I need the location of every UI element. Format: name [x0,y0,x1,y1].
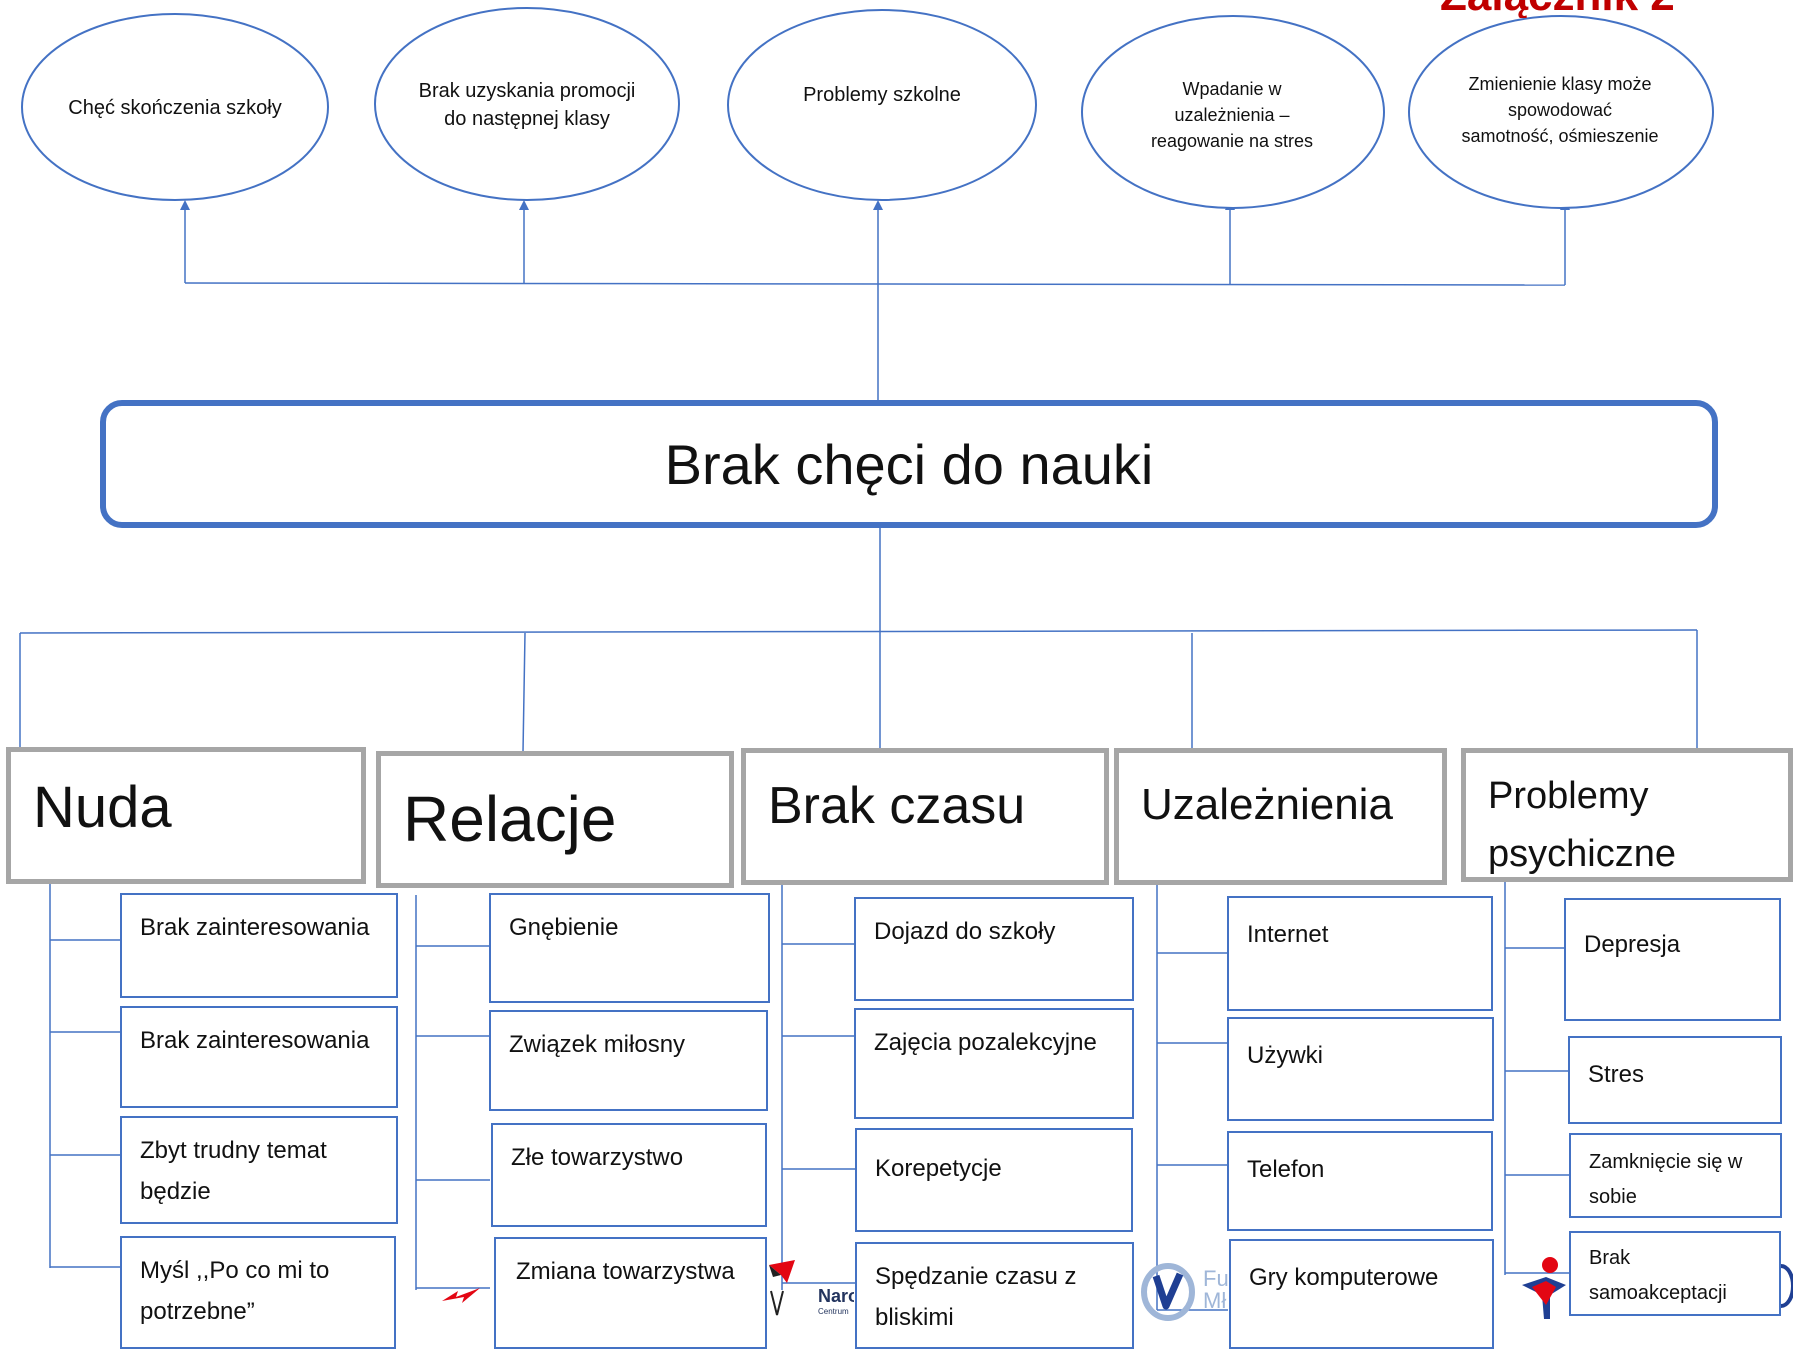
cause-box: Depresja [1564,898,1781,1021]
cause-box: Spędzanie czasu z bliskimi [855,1242,1134,1349]
cause-box: Używki [1227,1017,1494,1121]
effect-text: Brak uzyskania promocji do następnej kla… [418,80,636,130]
central-problem-box: Brak chęci do nauki [100,400,1718,528]
category-header: Problemy psychiczne [1461,748,1793,882]
effect-text: Zmienienie klasy może spowodować samotno… [1461,74,1659,146]
category-header: Relacje [376,751,734,888]
cause-box: Dojazd do szkoły [854,897,1134,1001]
fundacja-logo-text: Fu Mł [1203,1268,1229,1313]
effect-ellipse [727,9,1037,201]
cause-box: Internet [1227,896,1493,1011]
category-title: Uzależnienia [1141,780,1393,829]
effect-text: Problemy szkolne [803,84,961,106]
cause-box: Korepetycje [855,1128,1133,1232]
cause-box: Zbyt trudny temat będzie [120,1116,398,1224]
effect-ellipse [374,7,680,201]
cause-box: Brak zainteresowania [120,1006,398,1108]
cause-box: Myśl ,,Po co mi to potrzebne” [120,1236,396,1349]
cause-box: Gnębienie [489,893,770,1003]
cause-box: Związek miłosny [489,1010,768,1111]
effect-ellipse [1408,15,1714,209]
effect-ellipse [21,13,329,201]
cause-box: Zamknięcie się w sobie [1569,1133,1782,1218]
cause-box: Stres [1568,1036,1782,1124]
cause-box: Zajęcia pozalekcyjne [854,1008,1134,1119]
cause-box: Zmiana towarzystwa [494,1237,767,1349]
attachment-label: Załącznik 2 [1440,0,1793,18]
category-title: Relacje [403,783,617,855]
narodowy-logo-text: Naro Centrum [818,1286,854,1316]
category-header: Uzależnienia [1114,748,1447,885]
cause-box: Telefon [1227,1131,1493,1231]
category-header: Brak czasu [741,748,1109,885]
cause-box: Gry komputerowe [1229,1239,1494,1349]
category-title: Problemy psychiczne [1488,775,1676,875]
cause-box: Brak zainteresowania [120,893,398,998]
cause-box: Brak samoakceptacji [1569,1231,1781,1316]
effect-text: Chęć skończenia szkoły [68,96,282,119]
category-title: Brak czasu [768,777,1026,835]
effect-text: Wpadanie w uzależnienia – reagowanie na … [1150,79,1314,151]
central-problem-label: Brak chęci do nauki [664,432,1154,496]
category-title: Nuda [33,775,172,840]
cause-box: Złe towarzystwo [491,1123,767,1227]
category-header: Nuda [6,747,366,884]
effect-ellipse [1081,15,1385,209]
